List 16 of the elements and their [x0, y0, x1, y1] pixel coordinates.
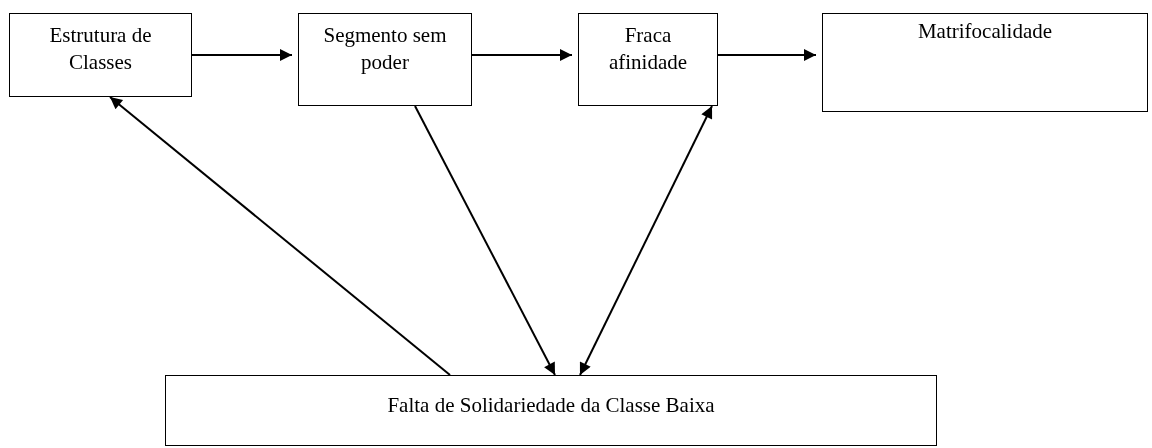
- node-label: Falta de Solidariedade da Classe Baixa: [386, 392, 716, 419]
- process-box: [822, 13, 1148, 112]
- process-box: [9, 13, 192, 97]
- node-label: Segmento sem poder: [322, 22, 448, 77]
- node-label: Fraca afinidade: [607, 22, 689, 77]
- arrow: [717, 49, 817, 61]
- arrow: [109, 96, 451, 376]
- node-label: Estrutura de Classes: [48, 22, 153, 77]
- arrow: [471, 49, 573, 61]
- process-box: [165, 375, 937, 446]
- arrow: [579, 105, 713, 376]
- process-box: [578, 13, 718, 106]
- arrow: [414, 105, 556, 376]
- process-box: [298, 13, 472, 106]
- node-label: Matrifocalidade: [916, 18, 1054, 45]
- arrow: [191, 49, 293, 61]
